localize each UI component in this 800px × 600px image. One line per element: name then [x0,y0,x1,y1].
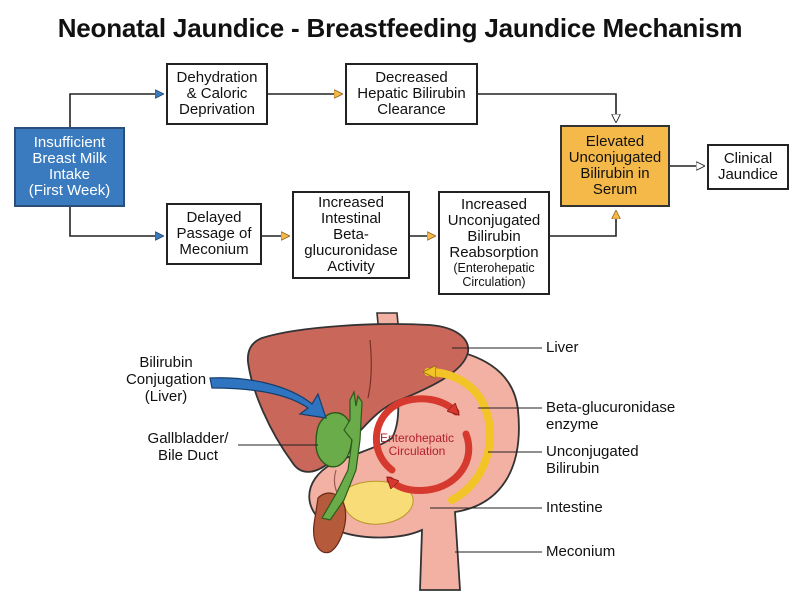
box-line: Meconium [179,241,249,258]
box-line: & Caloric [186,85,248,102]
anatomy-illustration [209,312,542,591]
arrow-decreased-to-elevated [478,93,616,122]
page-title: Neonatal Jaundice - Breastfeeding Jaundi… [57,13,743,43]
liver-lobe-line [367,339,372,399]
box-line: Intake [49,166,90,183]
conjugation-arrow [209,377,327,419]
box-bilirubin-reabsorption: Increased Unconjugated Bilirubin Reabsor… [438,191,550,295]
box-line: Reabsorption [449,244,539,261]
box-elevated-bilirubin: Elevated Unconjugated Bilirubin in Serum [560,125,670,207]
bilirubin-reabsorption-arrow [428,372,495,504]
label-line: Bile Duct [157,447,219,464]
label-meconium: Meconium [546,543,615,560]
box-line: Elevated [585,133,645,150]
label-line: Beta-glucuronidase [546,399,676,416]
box-line: Increased [461,196,527,213]
label-unconjugated-bilirubin: Unconjugated Bilirubin [546,443,639,477]
box-line: Clinical [723,150,773,167]
gallbladder-shape [315,412,353,468]
box-line: Insufficient [33,134,106,151]
label-gallbladder: Gallbladder/ Bile Duct [140,430,236,464]
circulation-arrow-upper [372,395,456,474]
label-beta-glucuronidase: Beta-glucuronidase enzyme [546,399,675,433]
box-line: glucuronidase [304,242,398,259]
label-line: Gallbladder/ [147,430,229,447]
box-note-line: Circulation) [462,275,526,289]
label-intestine: Intestine [546,499,603,516]
box-line: Serum [592,181,638,198]
box-line: Hepatic Bilirubin [357,85,466,102]
arrow-insufficient-to-delayed [69,207,163,236]
box-delayed-meconium: Delayed Passage of Meconium [166,203,262,265]
intestinal-contents [343,480,414,525]
label-line: Unconjugated [546,443,639,460]
box-line: (First Week) [28,182,111,199]
label-line: Liver [546,339,579,356]
label-line: Conjugation [125,371,207,388]
box-line: Dehydration [176,69,258,86]
box-line: Activity [327,258,375,275]
box-line: Bilirubin [467,228,521,245]
box-beta-glucuronidase-activity: Increased Intestinal Beta- glucuronidase… [292,191,410,279]
label-line: Intestine [546,499,603,516]
circulation-arrow-lower [390,430,473,494]
stomach-intestine-shape [308,344,520,591]
box-line: Unconjugated [447,212,541,229]
box-line: Deprivation [179,101,255,118]
label-line: Circulation [388,444,446,458]
label-line: Bilirubin [546,460,600,477]
box-decreased-clearance: Decreased Hepatic Bilirubin Clearance [345,63,478,125]
arrow-insufficient-to-dehydration [69,94,163,127]
label-enterohepatic-circulation: Enterohepatic Circulation [372,432,462,458]
label-liver: Liver [546,339,579,356]
box-line: Jaundice [717,166,779,183]
box-line: Clearance [377,101,446,118]
label-line: (Liver) [144,388,188,405]
box-line: Passage of [176,225,252,242]
box-line: Beta- [333,226,369,243]
label-bilirubin-conjugation: Bilirubin Conjugation (Liver) [116,354,216,405]
box-line: Unconjugated [568,149,662,166]
arrow-reabsorption-to-elevated [550,211,616,237]
label-line: Meconium [546,543,616,560]
box-line: Decreased [375,69,448,86]
bile-duct [321,390,363,521]
box-line: Increased [318,194,384,211]
box-dehydration: Dehydration & Caloric Deprivation [166,63,268,125]
label-line: Bilirubin [139,354,193,371]
box-note-line: (Enterohepatic [453,261,535,275]
box-line: Bilirubin in [580,165,650,182]
box-line: Intestinal [320,210,382,227]
box-clinical-jaundice: Clinical Jaundice [707,144,789,190]
label-line: enzyme [546,416,599,433]
box-line: Breast Milk [32,150,107,167]
box-line: Delayed [186,209,242,226]
label-line: Enterohepatic [379,431,455,445]
box-insufficient-intake: Insufficient Breast Milk Intake (First W… [14,127,125,207]
